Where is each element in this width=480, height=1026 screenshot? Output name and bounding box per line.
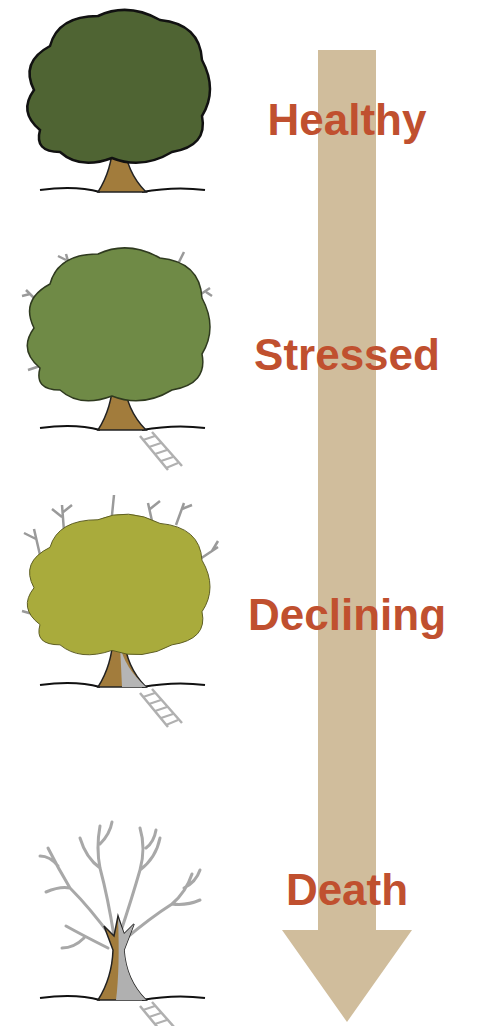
- healthy-tree: [27, 10, 210, 192]
- dead-tree: [40, 822, 205, 1026]
- stressed-tree: [22, 248, 212, 470]
- stage-label: Healthy: [268, 96, 427, 144]
- progression-arrow: [282, 50, 412, 1022]
- stage-label: Declining: [248, 591, 446, 639]
- stage-label: Stressed: [254, 331, 440, 379]
- stage-label: Death: [286, 866, 408, 914]
- declining-tree: [22, 495, 218, 727]
